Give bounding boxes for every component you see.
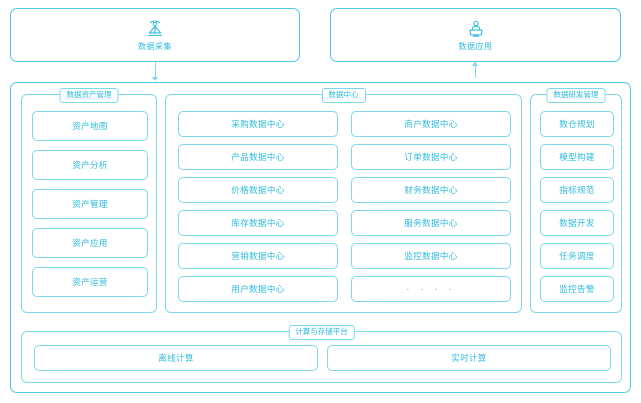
- dev-management-title: 数据研发管理: [546, 88, 606, 103]
- asset-item-1[interactable]: 资产分析: [32, 150, 148, 180]
- data-collection-box[interactable]: 数据采集: [10, 8, 300, 62]
- connector-collect-vertical: [155, 62, 156, 78]
- asset-item-0[interactable]: 资产地图: [32, 111, 148, 141]
- asset-management-group: 数据资产管理 资产地图 资产分析 资产管理 资产应用 资产运营: [21, 88, 157, 313]
- center-right-item-5[interactable]: · · · ·: [351, 276, 511, 302]
- center-left-item-5[interactable]: 用户数据中心: [178, 276, 338, 302]
- center-right-item-0[interactable]: 商户数据中心: [351, 111, 511, 137]
- person-screen-icon: [465, 18, 487, 38]
- center-right-item-3[interactable]: 服务数据中心: [351, 210, 511, 236]
- dev-item-5[interactable]: 监控告警: [540, 276, 614, 302]
- center-right-item-1[interactable]: 订单数据中心: [351, 144, 511, 170]
- data-application-label: 数据应用: [458, 42, 493, 51]
- asset-item-4[interactable]: 资产运营: [32, 267, 148, 297]
- center-left-item-4[interactable]: 营销数据中心: [178, 243, 338, 269]
- data-collection-label: 数据采集: [138, 42, 172, 51]
- connector-apply-vertical: [475, 62, 476, 78]
- satellite-dish-icon: [144, 18, 166, 38]
- platform-frame: 数据资产管理 资产地图 资产分析 资产管理 资产应用 资产运营 数据中心 采购数…: [10, 82, 631, 393]
- dev-item-2[interactable]: 指标规范: [540, 177, 614, 203]
- asset-item-3[interactable]: 资产应用: [32, 228, 148, 258]
- data-center-group: 数据中心 采购数据中心 产品数据中心 价格数据中心 库存数据中心 营销数据中心 …: [165, 88, 522, 313]
- center-right-item-2[interactable]: 财务数据中心: [351, 177, 511, 203]
- asset-item-2[interactable]: 资产管理: [32, 189, 148, 219]
- dev-item-0[interactable]: 数仓规划: [540, 111, 614, 137]
- center-left-item-1[interactable]: 产品数据中心: [178, 144, 338, 170]
- asset-management-title: 数据资产管理: [59, 88, 119, 103]
- connector-collect-arrow: [152, 77, 158, 81]
- compute-storage-title: 计算与存储平台: [288, 325, 355, 340]
- compute-storage-group: 计算与存储平台 离线计算 实时计算: [21, 325, 622, 383]
- center-left-item-2[interactable]: 价格数据中心: [178, 177, 338, 203]
- dev-management-group: 数据研发管理 数仓规划 模型构建 指标规范 数据开发 任务调度 监控告警: [530, 88, 622, 313]
- center-left-item-3[interactable]: 库存数据中心: [178, 210, 338, 236]
- dev-item-4[interactable]: 任务调度: [540, 243, 614, 269]
- dev-item-3[interactable]: 数据开发: [540, 210, 614, 236]
- dev-item-1[interactable]: 模型构建: [540, 144, 614, 170]
- data-application-box[interactable]: 数据应用: [330, 8, 621, 62]
- center-right-item-4[interactable]: 监控数据中心: [351, 243, 511, 269]
- compute-item-1[interactable]: 实时计算: [327, 345, 611, 371]
- connector-apply-arrow: [472, 62, 478, 66]
- compute-item-0[interactable]: 离线计算: [34, 345, 318, 371]
- data-center-title: 数据中心: [321, 88, 366, 103]
- center-left-item-0[interactable]: 采购数据中心: [178, 111, 338, 137]
